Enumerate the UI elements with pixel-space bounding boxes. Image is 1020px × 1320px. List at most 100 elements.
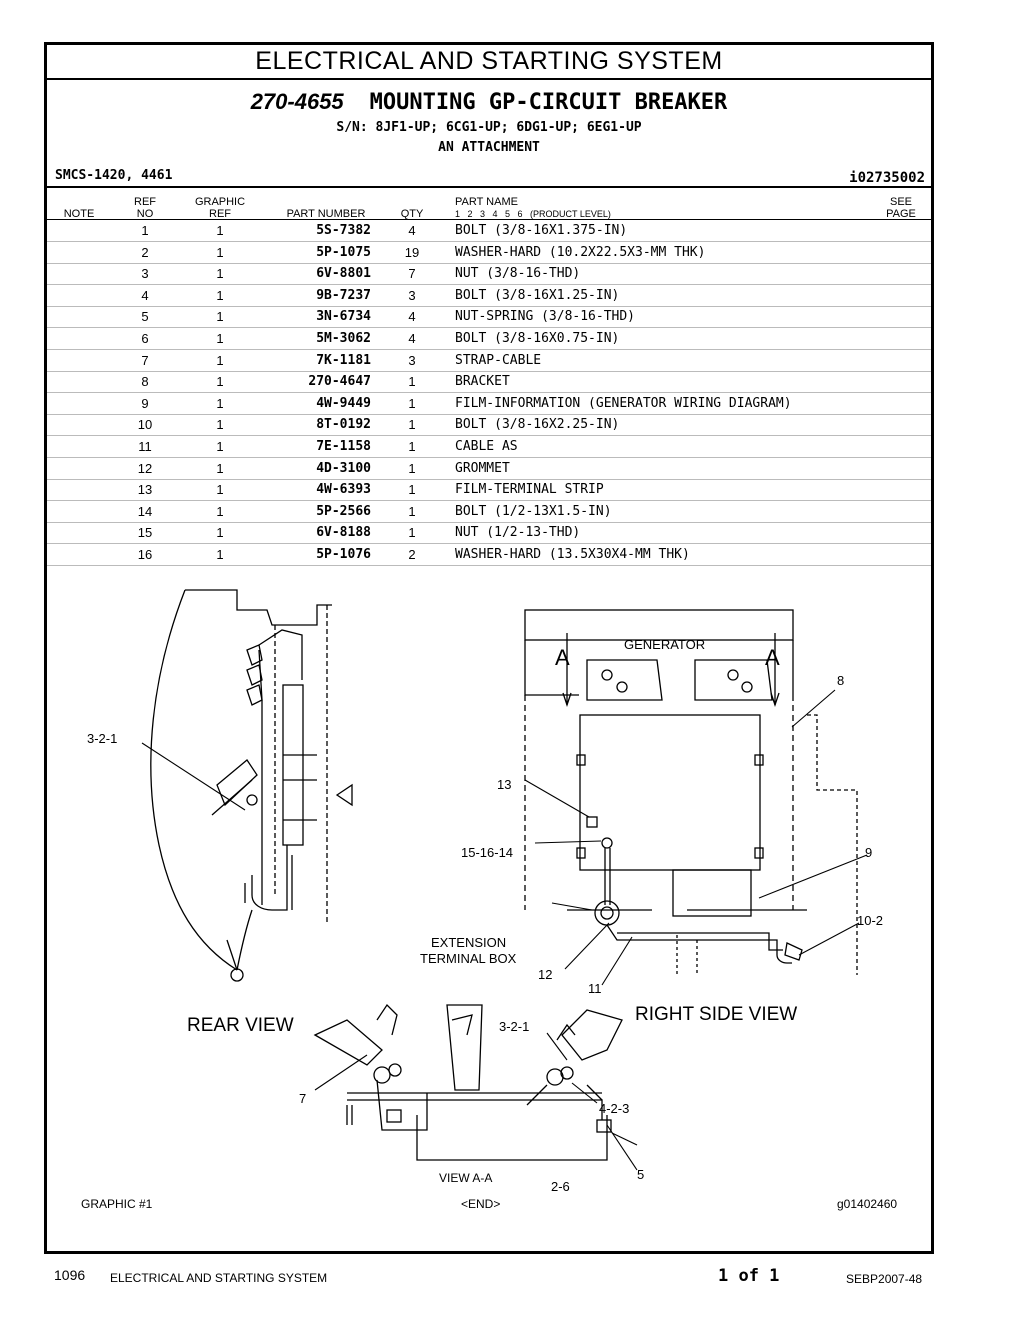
callout-leaders [141,689,868,1171]
col-note: NOTE [63,208,95,220]
part-name: NUT (1/2-13-THD) [455,525,581,541]
graphic-ref: 1 [216,331,224,346]
col-part-name: PART NAME 1 2 3 4 5 6 (PRODUCT LEVEL) [455,196,611,220]
graphic-number: GRAPHIC #1 [81,1197,153,1211]
graphic-ref: 1 [216,482,224,498]
part-number: 270-4647 [308,374,371,390]
ref-no: 11 [138,439,152,454]
quantity: 1 [408,482,416,498]
callout-2-6: 2-6 [551,1179,570,1194]
header-divider [47,186,931,188]
callout-5: 5 [637,1167,644,1182]
part-name: GROMMET [455,460,510,476]
graphic-ref: 1 [216,287,224,303]
view-aa-label: VIEW A-A [439,1171,493,1185]
ref-no: 10 [137,417,153,433]
quantity: 3 [408,352,416,368]
page-of: 1 of 1 [718,1266,780,1286]
part-number: 6V-8188 [316,525,371,541]
col-graphic-ref: GRAPHIC REF [187,196,253,220]
part-number: 7K-1181 [316,352,371,368]
callout-7: 7 [299,1091,306,1106]
col-graphic-ref-line1: GRAPHIC [194,196,246,208]
callout-8: 8 [837,673,844,688]
ref-no: 3 [141,266,149,282]
col-graphic-ref-line2: REF [209,208,231,220]
ref-no: 14 [137,503,153,519]
graphic-ref: 1 [216,266,224,282]
quantity: 1 [408,439,416,454]
quantity: 1 [408,417,416,433]
terminal-box-label: TERMINAL BOX [420,951,517,966]
page-number: 1096 [54,1267,86,1283]
quantity: 1 [408,525,416,541]
section-a-left: A [555,645,570,670]
graphic-id: g01402460 [837,1197,898,1211]
serial-numbers: S/N: 8JF1-UP; 6CG1-UP; 6DG1-UP; 6EG1-UP [336,120,642,135]
callout-3-2-1-rear: 3-2-1 [87,731,117,746]
ref-no: 15 [137,525,153,541]
part-name: BOLT (3/8-16X2.25-IN) [455,417,620,433]
graphic-ref: 1 [216,309,224,325]
part-name: BOLT (1/2-13X1.5-IN) [455,503,612,519]
graphic-ref: 1 [216,223,224,238]
footer-section: ELECTRICAL AND STARTING SYSTEM [110,1271,328,1285]
col-part-name-line1: PART NAME [455,196,518,208]
part-number: 4W-6393 [316,482,371,498]
graphic-ref: 1 [216,503,224,519]
rear-view-drawing [150,589,353,982]
table-row: 15 1 6V-8188 1 NUT (1/2-13-THD) [47,522,931,545]
part-number: 5P-1076 [316,547,371,562]
part-number: 5P-1075 [316,244,371,260]
callout-12: 12 [538,967,552,982]
quantity: 3 [408,287,416,303]
ref-no: 6 [141,331,149,346]
graphic-ref: 1 [216,547,224,562]
part-name: WASHER-HARD (10.2X22.5X3-MM THK) [455,244,706,260]
right-side-view-label: RIGHT SIDE VIEW [635,1004,797,1025]
view-aa-drawing [313,1003,623,1161]
group-part-title: MOUNTING GP-CIRCUIT BREAKER [369,90,728,115]
quantity: 4 [408,309,416,325]
callout-4-2-3: 4-2-3 [599,1101,629,1116]
callout-10-2: 10-2 [857,913,883,928]
doc-reference: SEBP2007-48 [846,1272,923,1286]
ref-no: 16 [137,547,153,562]
graphic-ref: 1 [216,525,224,541]
part-number: 7E-1158 [316,439,371,454]
callout-9: 9 [865,845,872,860]
graphic-ref: 1 [216,395,224,411]
ref-no: 4 [141,287,149,303]
ref-no: 1 [141,223,149,238]
ref-no: 13 [137,482,153,498]
graphic-ref: 1 [216,352,224,368]
part-number: 5M-3062 [316,331,371,346]
callout-11: 11 [588,981,602,996]
smcs-code: SMCS-1420, 4461 [55,168,173,183]
quantity: 1 [408,395,416,411]
generator-label: GENERATOR [624,637,705,652]
col-part-number: PART NUMBER [286,208,366,220]
col-qty: QTY [400,208,424,220]
part-number: 5P-2566 [316,503,371,519]
part-name: NUT (3/8-16-THD) [455,266,581,282]
quantity: 4 [408,223,416,238]
part-number: 5S-7382 [316,223,371,238]
part-name: NUT-SPRING (3/8-16-THD) [455,309,636,325]
graphic-ref: 1 [216,244,224,260]
col-ref-no-line1: REF [134,196,156,208]
part-name: CABLE AS [455,439,518,454]
quantity: 1 [408,460,416,476]
part-number: 9B-7237 [316,287,371,303]
graphic-ref: 1 [216,460,224,476]
parts-diagram: GENERATOR A A 3-2-1 8 13 15-16-14 9 10-2… [87,589,883,1194]
extension-label: EXTENSION [431,935,506,950]
